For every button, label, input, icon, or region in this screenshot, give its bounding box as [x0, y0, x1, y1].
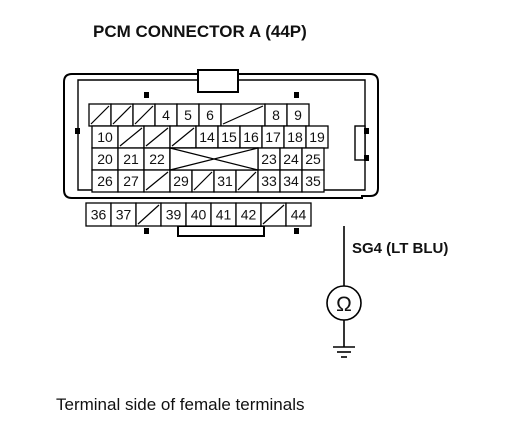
terminal-35: 35: [301, 169, 325, 193]
svg-text:36: 36: [91, 207, 107, 223]
svg-text:44: 44: [291, 207, 307, 223]
terminal-39: 39: [160, 202, 187, 227]
svg-text:25: 25: [305, 151, 321, 167]
terminal-41: 41: [210, 202, 237, 227]
terminal-5: 5: [176, 103, 200, 127]
terminal-34: 34: [279, 169, 303, 193]
terminal-36: 36: [85, 202, 112, 227]
terminal-33: 33: [257, 169, 281, 193]
terminal-9: 9: [286, 103, 310, 127]
caption: Terminal side of female terminals: [56, 395, 304, 414]
terminal-18: 18: [283, 125, 307, 149]
terminal-blank: [143, 125, 171, 149]
svg-text:29: 29: [173, 173, 189, 189]
terminal-blank: [88, 103, 112, 127]
terminal-blank: [117, 125, 145, 149]
svg-text:15: 15: [221, 129, 237, 145]
terminal-26: 26: [91, 169, 119, 193]
terminal-21: 21: [117, 147, 145, 171]
terminal-16: 16: [239, 125, 263, 149]
terminal-blank: [143, 169, 171, 193]
connector-housing: [63, 69, 379, 237]
probe-circuit: [326, 226, 362, 358]
terminal-17: 17: [261, 125, 285, 149]
terminal-31: 31: [213, 169, 237, 193]
terminal-14: 14: [195, 125, 219, 149]
terminal-10: 10: [91, 125, 119, 149]
svg-text:24: 24: [283, 151, 299, 167]
terminal-blank: [220, 103, 266, 127]
terminal-42: 42: [235, 202, 262, 227]
terminal-4: 4: [154, 103, 178, 127]
svg-text:5: 5: [184, 107, 192, 123]
terminal-37: 37: [110, 202, 137, 227]
svg-text:42: 42: [241, 207, 257, 223]
svg-text:27: 27: [123, 173, 139, 189]
terminal-blank: [191, 169, 215, 193]
svg-text:17: 17: [265, 129, 281, 145]
connector-title: PCM CONNECTOR A (44P): [93, 22, 307, 41]
terminal-blank: [132, 103, 156, 127]
svg-text:16: 16: [243, 129, 259, 145]
terminal-8: 8: [264, 103, 288, 127]
svg-text:23: 23: [261, 151, 277, 167]
terminal-25: 25: [301, 147, 325, 171]
terminal-19: 19: [305, 125, 329, 149]
terminal-blank: [135, 202, 162, 227]
svg-text:33: 33: [261, 173, 277, 189]
terminal-23: 23: [257, 147, 281, 171]
svg-text:6: 6: [206, 107, 214, 123]
svg-text:4: 4: [162, 107, 170, 123]
terminal-6: 6: [198, 103, 222, 127]
terminal-15: 15: [217, 125, 241, 149]
svg-text:31: 31: [217, 173, 233, 189]
svg-text:26: 26: [97, 173, 113, 189]
terminal-blank: [260, 202, 287, 227]
svg-text:18: 18: [287, 129, 303, 145]
svg-text:14: 14: [199, 129, 215, 145]
svg-text:20: 20: [97, 151, 113, 167]
svg-text:9: 9: [294, 107, 302, 123]
signal-label: SG4 (LT BLU): [352, 240, 448, 257]
svg-text:37: 37: [116, 207, 132, 223]
svg-text:39: 39: [166, 207, 182, 223]
terminal-22: 22: [143, 147, 171, 171]
terminal-blank: [110, 103, 134, 127]
ground-icon: [333, 346, 355, 358]
terminal-29: 29: [169, 169, 193, 193]
terminal-24: 24: [279, 147, 303, 171]
svg-text:19: 19: [309, 129, 325, 145]
svg-text:41: 41: [216, 207, 232, 223]
blocked-cavity-cross: [169, 147, 259, 171]
svg-text:10: 10: [97, 129, 113, 145]
svg-text:40: 40: [191, 207, 207, 223]
connector-latches: [75, 92, 369, 234]
terminal-20: 20: [91, 147, 119, 171]
terminal-blank: [169, 125, 197, 149]
terminal-27: 27: [117, 169, 145, 193]
svg-text:21: 21: [123, 151, 139, 167]
svg-text:34: 34: [283, 173, 299, 189]
terminal-40: 40: [185, 202, 212, 227]
svg-text:35: 35: [305, 173, 321, 189]
svg-text:22: 22: [149, 151, 165, 167]
terminal-blank: [235, 169, 259, 193]
terminal-44: 44: [285, 202, 312, 227]
svg-text:8: 8: [272, 107, 280, 123]
ohmmeter-icon: Ω: [336, 293, 352, 316]
